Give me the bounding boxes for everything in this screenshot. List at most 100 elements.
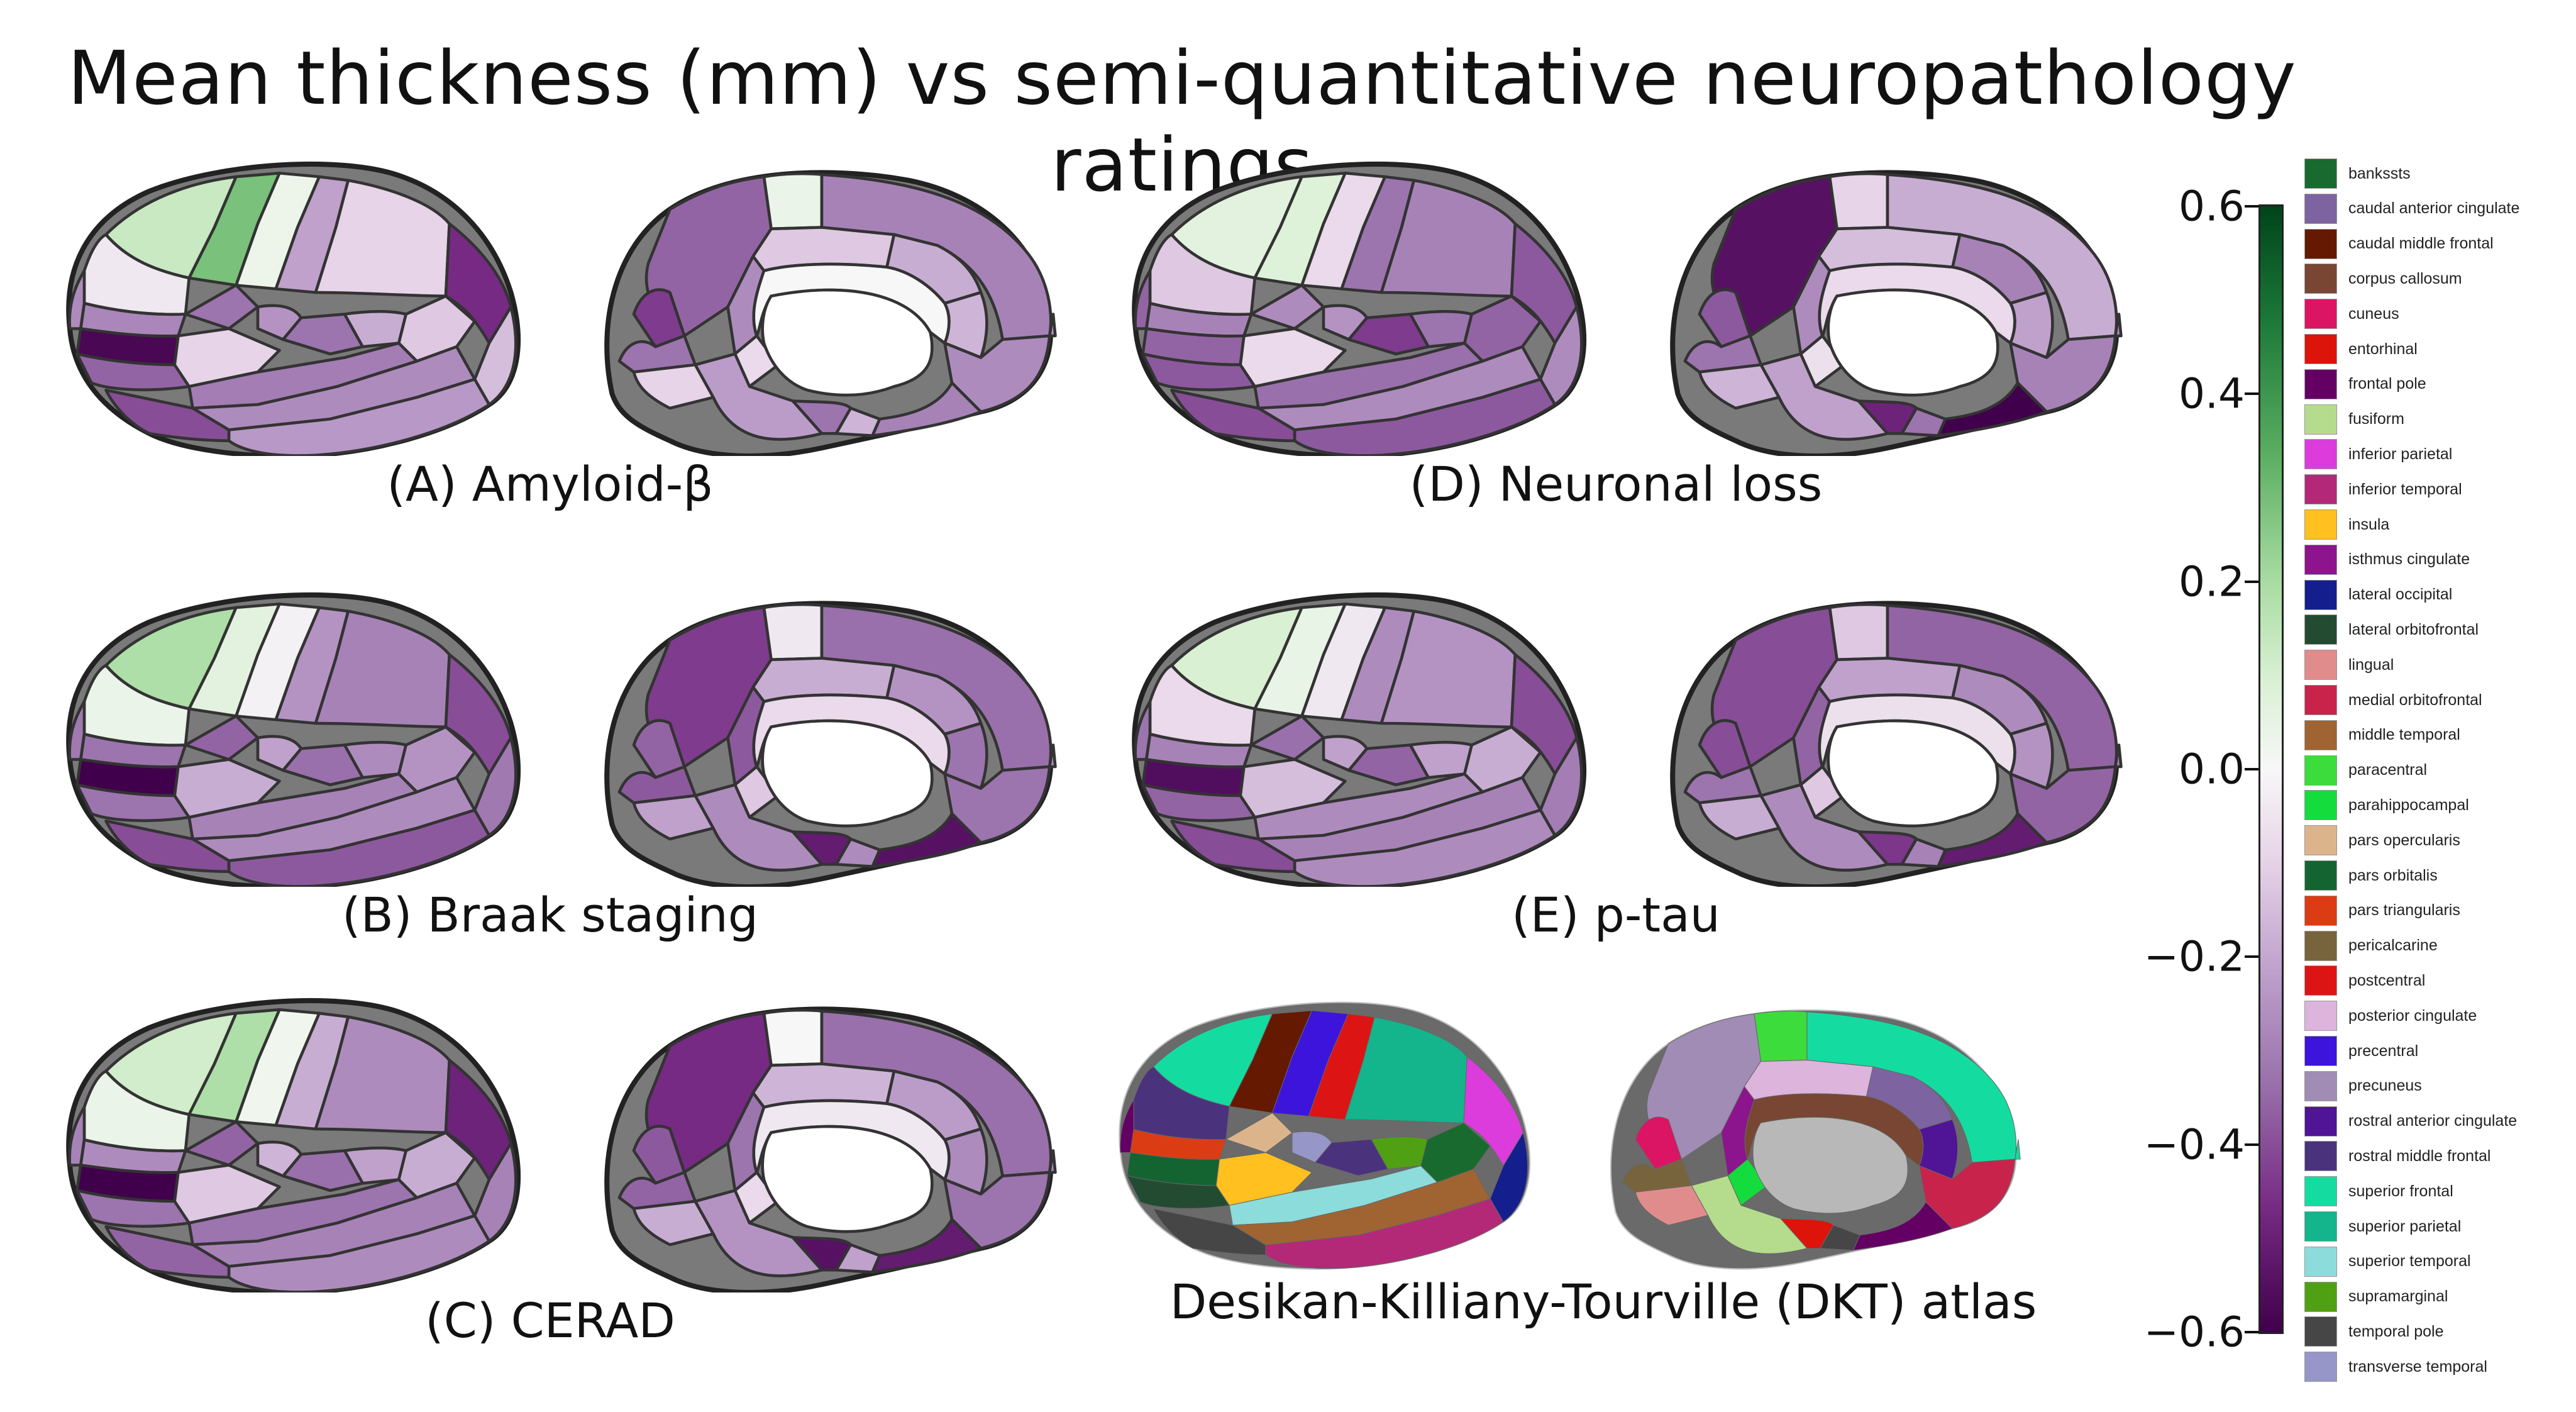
medial-region-3 (1886, 604, 2118, 772)
legend-swatch (2304, 825, 2337, 856)
colorbar-tick-label: 0.2 (2179, 557, 2245, 606)
lateral-region-19 (227, 808, 491, 887)
legend-item: lingual (2304, 648, 2394, 681)
legend-swatch (2304, 650, 2337, 681)
lateral-region-19 (227, 377, 491, 456)
legend-item: precentral (2304, 1035, 2418, 1067)
medial-region-8 (632, 288, 686, 348)
medial-region-10 (1698, 794, 1781, 841)
panel-label-p-tau: (E) p-tau (1512, 887, 1720, 943)
legend-swatch (2304, 685, 2337, 715)
colorbar-tick-mark (2245, 1143, 2258, 1146)
lateral-region-21 (1134, 269, 1152, 330)
medial-region-9 (1683, 765, 1763, 804)
legend-swatch (2304, 965, 2337, 996)
legend-item: superior temporal (2304, 1245, 2471, 1278)
panel-braak-staging-brains (66, 592, 1057, 887)
lateral-region-19 (1265, 1198, 1504, 1269)
legend-label: superior frontal (2348, 1182, 2453, 1200)
legend-label: supramarginal (2348, 1287, 2448, 1306)
panel-3-brains-group (1132, 161, 2123, 456)
colorbar-tick-label: 0.0 (2179, 745, 2245, 794)
colorbar-gradient (2258, 204, 2284, 1334)
panel-p-tau-brains (1132, 592, 2123, 887)
legend-swatch (2304, 1246, 2337, 1277)
panel-scale-group (66, 998, 1057, 1292)
medial-wall (1752, 1116, 1908, 1214)
lateral-region-21 (68, 1106, 86, 1167)
lateral-region-22 (1347, 743, 1430, 787)
panel-amyloid-beta-brains (66, 161, 1057, 456)
medial-region-18 (1048, 743, 1057, 769)
lateral-region-21 (1120, 1099, 1134, 1154)
lateral-region-20 (104, 819, 231, 874)
medial-region-9 (1622, 1159, 1692, 1193)
medial-wall (761, 1125, 934, 1233)
legend-item: inferior temporal (2304, 473, 2462, 506)
legend-swatch (2304, 1211, 2337, 1242)
colorbar-tick-mark (2245, 1331, 2258, 1333)
legend-item: caudal anterior cingulate (2304, 192, 2519, 225)
legend-swatch (2304, 544, 2337, 575)
lateral-region-20 (1170, 819, 1296, 874)
medial-region-16 (1900, 406, 1947, 437)
legend-swatch (2304, 1281, 2337, 1312)
legend-item: lateral orbitofrontal (2304, 613, 2479, 646)
medial-region-18 (2113, 743, 2123, 769)
legend-label: middle temporal (2348, 726, 2460, 744)
legend-label: precuneus (2348, 1077, 2422, 1095)
lateral-region-20 (104, 1225, 231, 1279)
legend-swatch (2304, 474, 2337, 505)
panel-2-brains-group (66, 998, 1057, 1292)
legend-swatch (2304, 228, 2337, 259)
legend-label: superior parietal (2348, 1217, 2462, 1235)
legend-item: fusiform (2304, 403, 2404, 436)
medial-region-9 (617, 765, 697, 804)
legend-label: fusiform (2348, 410, 2404, 428)
legend-swatch (2304, 1001, 2337, 1031)
legend-item: supramarginal (2304, 1281, 2448, 1313)
medial-wall (1827, 719, 1999, 828)
legend-item: temporal pole (2304, 1315, 2443, 1348)
legend-swatch (2304, 614, 2337, 645)
colorbar-tick-mark (2245, 392, 2258, 396)
medial-region-3 (820, 604, 1053, 772)
legend-item: postcentral (2304, 964, 2425, 997)
legend-item: cuneus (2304, 297, 2399, 330)
colorbar-tick-mark (2245, 580, 2258, 583)
legend-label: pericalcarine (2348, 937, 2438, 955)
medial-region-16 (834, 837, 882, 868)
legend-label: parahippocampal (2348, 796, 2469, 814)
lateral-region-22 (1347, 313, 1430, 356)
lateral-region-19 (227, 1214, 491, 1292)
legend-swatch (2304, 1036, 2337, 1066)
medial-region-18 (1048, 313, 1057, 338)
panel-scale-group (1132, 592, 2123, 887)
panel-label-amyloid-beta: (A) Amyloid-β (387, 456, 714, 512)
legend-swatch (2304, 334, 2337, 364)
medial-region-3 (1806, 1011, 2016, 1163)
legend-label: posterior cingulate (2348, 1006, 2477, 1025)
medial-region-1 (1828, 172, 1889, 231)
medial-region-1 (762, 172, 824, 231)
medial-region-18 (2113, 313, 2123, 338)
legend-label: isthmus cingulate (2348, 550, 2470, 569)
legend-label: caudal anterior cingulate (2348, 199, 2520, 218)
legend-label: rostral anterior cingulate (2348, 1112, 2518, 1130)
legend-swatch (2304, 1141, 2337, 1172)
legend-label: inferior temporal (2348, 480, 2462, 498)
legend-swatch (2304, 404, 2337, 435)
legend-swatch (2304, 930, 2337, 961)
legend-label: pars orbitalis (2348, 866, 2438, 884)
legend-item: paracentral (2304, 754, 2427, 787)
legend-label: superior temporal (2348, 1252, 2471, 1270)
panel-braak-staging: (B) Braak staging (31, 572, 1069, 956)
legend-swatch (2304, 264, 2337, 294)
panel-label-dkt-atlas: Desikan-Killiany-Tourville (DKT) atlas (1169, 1274, 2037, 1330)
atlas-scale-group (1119, 1001, 2021, 1270)
panel-scale-group (66, 592, 1057, 887)
panel-0-brains-group (66, 161, 1057, 456)
legend-label: transverse temporal (2348, 1357, 2487, 1376)
medial-region-8 (632, 719, 686, 779)
